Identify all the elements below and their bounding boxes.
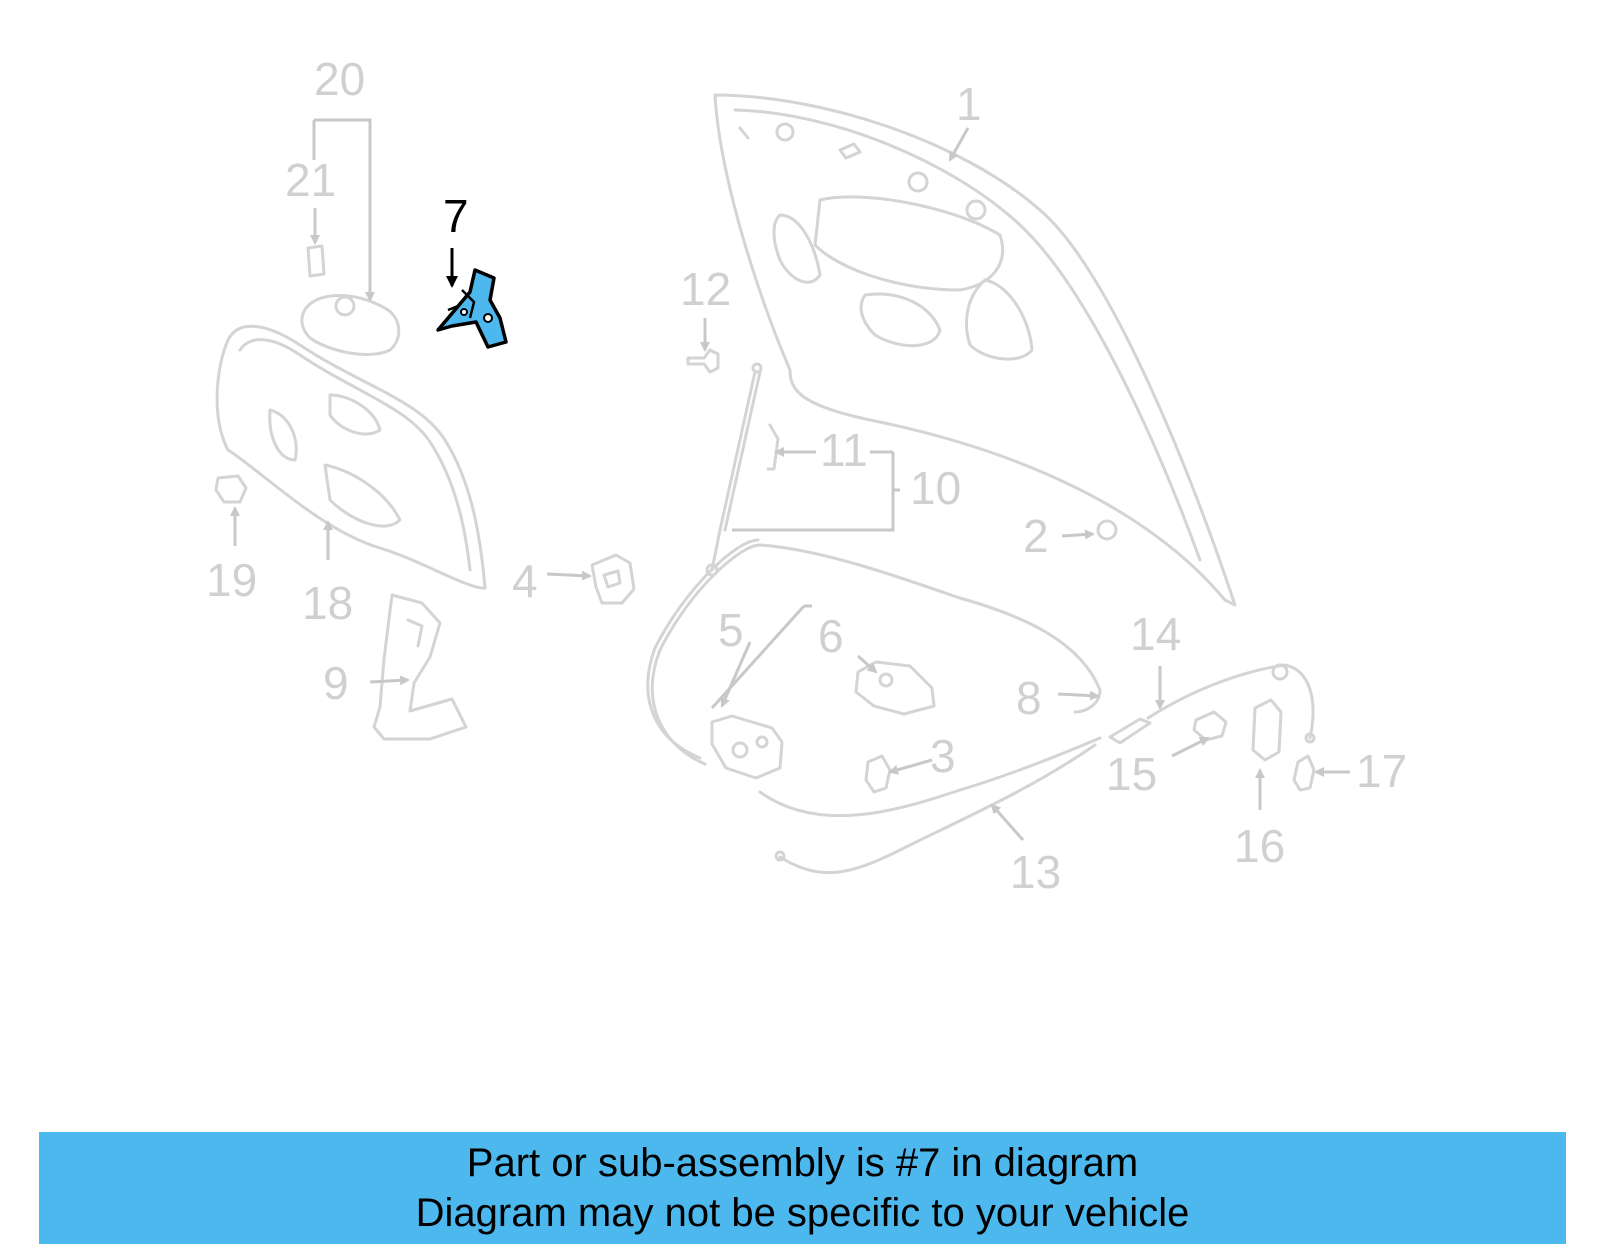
release-cable-part [758, 736, 1102, 875]
clip-part [864, 754, 892, 794]
callout-1: 1 [956, 78, 982, 130]
callout-14: 14 [1130, 608, 1181, 660]
callout-3: 3 [930, 730, 956, 782]
bracket-part-4 [590, 553, 636, 605]
callout-13: 13 [1010, 846, 1061, 898]
callout-10: 10 [910, 462, 961, 514]
callout-11: 11 [820, 424, 868, 476]
leader-lines [230, 118, 1350, 841]
parts-diagram: 1 2 3 4 5 6 7 8 9 10 11 12 13 14 15 16 1… [206, 53, 1407, 898]
callout-15: 15 [1106, 748, 1157, 800]
callout-21: 21 [285, 154, 336, 206]
callout-8: 8 [1016, 672, 1042, 724]
support-bracket-part [372, 593, 468, 741]
callout-20: 20 [314, 53, 365, 105]
callout-2: 2 [1023, 510, 1049, 562]
callout-18: 18 [302, 577, 353, 629]
callout-12: 12 [680, 263, 731, 315]
latch-part [710, 714, 784, 780]
hood-part [713, 93, 1237, 607]
callout-19: 19 [206, 554, 257, 606]
callout-16: 16 [1234, 820, 1285, 872]
gas-strut-part [705, 362, 780, 577]
banner-line-2: Diagram may not be specific to your vehi… [415, 1191, 1190, 1235]
callout-4: 4 [512, 555, 538, 607]
striker-part [854, 660, 936, 716]
callout-17: 17 [1356, 745, 1407, 797]
reservoir-cap-part [300, 244, 401, 356]
pin-part [686, 348, 720, 374]
callout-labels: 1 2 3 4 5 6 7 8 9 10 11 12 13 14 15 16 1… [206, 53, 1407, 898]
banner-line-1: Part or sub-assembly is #7 in diagram [466, 1141, 1139, 1185]
bumper-stop-part [1096, 519, 1118, 541]
callout-9: 9 [323, 657, 349, 709]
callout-7: 7 [443, 190, 469, 242]
weatherstrip-part [646, 538, 1102, 766]
release-lever-assembly [1108, 663, 1316, 792]
retainer-part-19 [214, 474, 248, 504]
hood-insulator-part [215, 324, 487, 590]
hinge-part-highlighted [436, 268, 508, 349]
callout-6: 6 [818, 610, 844, 662]
callout-5: 5 [718, 604, 744, 656]
info-banner: Part or sub-assembly is #7 in diagram Di… [39, 1132, 1566, 1244]
